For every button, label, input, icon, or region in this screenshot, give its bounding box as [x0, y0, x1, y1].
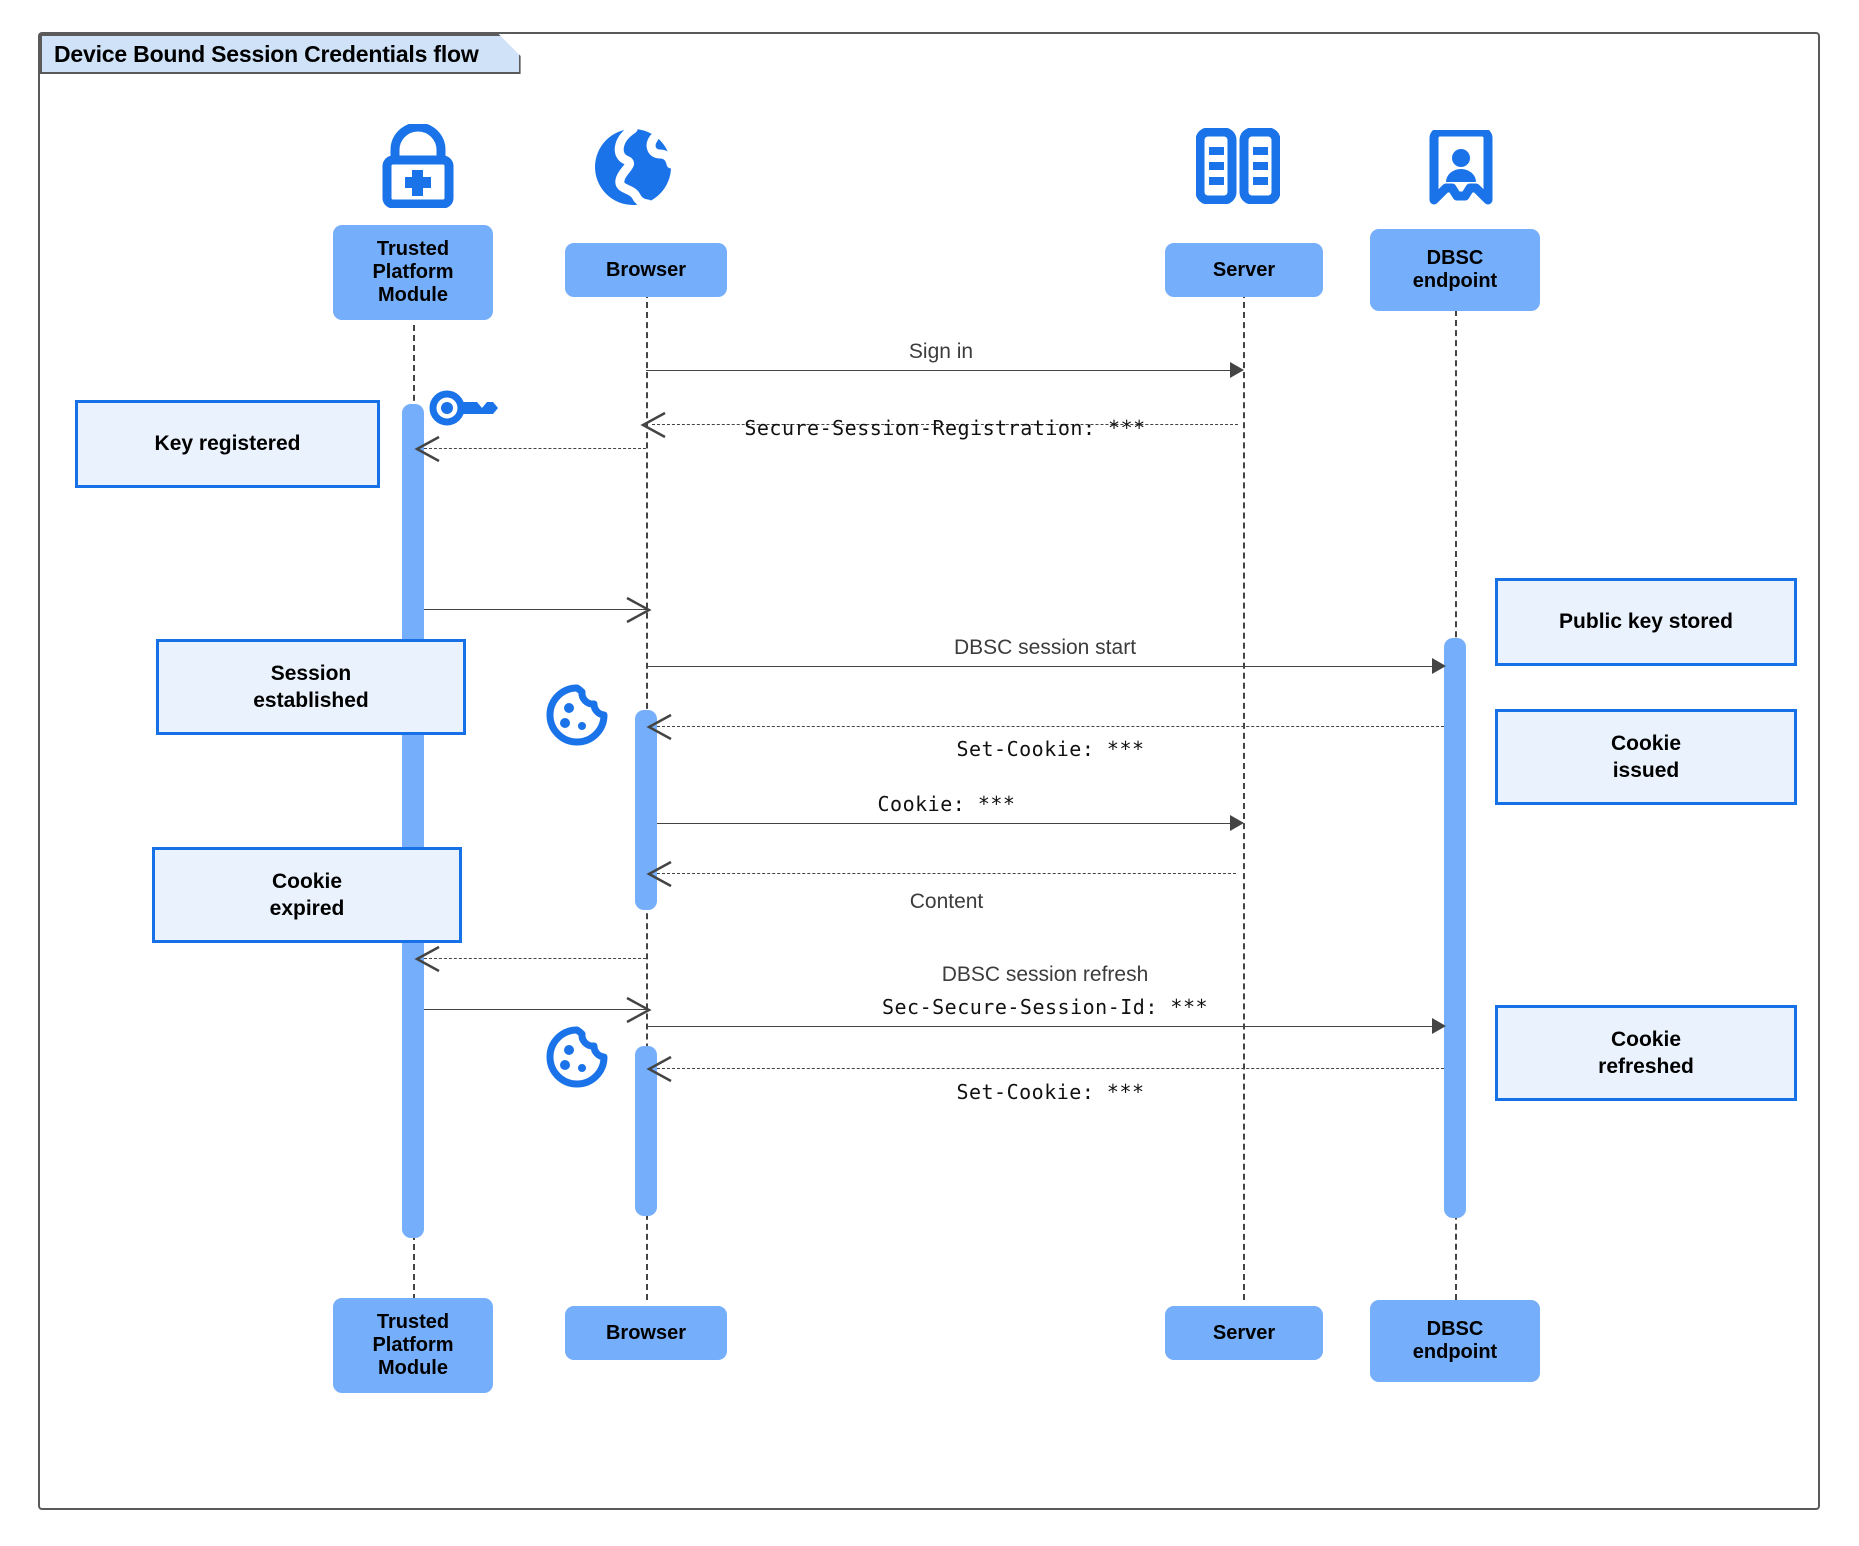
participant-label: Trusted Platform Module — [372, 238, 454, 306]
message-label-set-cookie-2: Set-Cookie: *** — [956, 1080, 1145, 1104]
note-key-registered: Key registered — [75, 400, 380, 488]
cookie-icon — [546, 1026, 608, 1093]
message-label-dbsc-session-start: DBSC session start — [953, 636, 1137, 659]
participant-label: DBSC endpoint — [1412, 1318, 1498, 1363]
note-text: Public key stored — [1559, 610, 1733, 634]
message-line-cookie — [657, 823, 1236, 824]
participant-dbsc-bottom[interactable]: DBSC endpoint — [1370, 1300, 1540, 1382]
note-text: Key registered — [154, 432, 301, 456]
message-line-dbsc-session-start — [646, 666, 1444, 667]
participant-label: Server — [1212, 258, 1276, 281]
arrow-head-right — [1230, 362, 1244, 378]
note-text: Cookie refreshed — [1598, 1027, 1694, 1078]
note-text: Session established — [253, 661, 369, 712]
message-line-dbsc-session-refresh — [646, 1026, 1444, 1027]
participant-browser-bottom[interactable]: Browser — [565, 1306, 727, 1360]
participant-label: Browser — [605, 258, 687, 281]
arrow-head-right — [1432, 658, 1446, 674]
note-text: Cookie expired — [269, 869, 345, 920]
globe-icon — [592, 124, 676, 213]
arrow-head-open-left — [646, 712, 672, 747]
arrow-head-open-right — [626, 595, 652, 630]
activation-bar-tpm — [402, 404, 424, 1238]
participant-server-top[interactable]: Server — [1165, 243, 1323, 297]
participant-label: Trusted Platform Module — [372, 1311, 454, 1379]
message-line-set-cookie-1 — [657, 726, 1444, 727]
arrow-head-open-left — [646, 859, 672, 894]
arrow-head-open-right — [626, 995, 652, 1030]
participant-tpm-top[interactable]: Trusted Platform Module — [333, 225, 493, 320]
arrow-head-open-left — [414, 944, 440, 979]
participant-dbsc-top[interactable]: DBSC endpoint — [1370, 229, 1540, 311]
participant-label: Browser — [605, 1321, 687, 1344]
message-line-sign-in — [646, 370, 1236, 371]
message-label-secure-session-registration: Secure-Session-Registration: *** — [744, 416, 1146, 440]
note-cookie-issued: Cookie issued — [1495, 709, 1797, 805]
message-label-sec-secure-session-id: Sec-Secure-Session-Id: *** — [881, 995, 1209, 1019]
activation-bar-dbsc — [1444, 638, 1466, 1218]
note-text: Cookie issued — [1610, 731, 1681, 782]
message-label-cookie: Cookie: *** — [877, 792, 1016, 816]
participant-label: DBSC endpoint — [1412, 247, 1498, 292]
participant-tpm-bottom[interactable]: Trusted Platform Module — [333, 1298, 493, 1393]
note-cookie-refreshed: Cookie refreshed — [1495, 1005, 1797, 1101]
lock-plus-icon — [368, 122, 468, 213]
key-icon — [428, 386, 500, 435]
message-label-sign-in: Sign in — [908, 340, 974, 363]
note-session-established: Session established — [156, 639, 466, 735]
lifeline-server — [1243, 282, 1245, 1300]
participant-label: Server — [1212, 1321, 1276, 1344]
message-line-tpm-assertion — [424, 1009, 646, 1010]
message-label-content: Content — [909, 890, 984, 913]
participant-server-bottom[interactable]: Server — [1165, 1306, 1323, 1360]
activation-bar-browser-1 — [635, 710, 657, 910]
participant-browser-top[interactable]: Browser — [565, 243, 727, 297]
arrow-head-open-left — [640, 410, 666, 445]
message-line-tpm-register — [424, 448, 646, 449]
arrow-head-open-left — [414, 434, 440, 469]
diagram-title: Device Bound Session Credentials flow — [40, 34, 521, 74]
note-cookie-expired: Cookie expired — [152, 847, 462, 943]
message-label-set-cookie-1: Set-Cookie: *** — [956, 737, 1145, 761]
message-line-set-cookie-2 — [657, 1068, 1444, 1069]
arrow-head-open-left — [646, 1054, 672, 1089]
message-line-tpm-refresh-request — [424, 958, 646, 959]
activation-bar-browser-2 — [635, 1046, 657, 1216]
arrow-head-right — [1230, 815, 1244, 831]
id-badge-icon — [1428, 127, 1494, 213]
message-line-secure-session-registration — [652, 424, 1238, 425]
arrow-head-right — [1432, 1018, 1446, 1034]
server-rack-icon — [1195, 127, 1281, 209]
note-public-key-stored: Public key stored — [1495, 578, 1797, 666]
message-line-content — [657, 873, 1236, 874]
cookie-icon — [546, 684, 608, 751]
message-label-dbsc-session-refresh: DBSC session refresh — [941, 963, 1149, 986]
message-line-tpm-key-return — [424, 609, 646, 610]
